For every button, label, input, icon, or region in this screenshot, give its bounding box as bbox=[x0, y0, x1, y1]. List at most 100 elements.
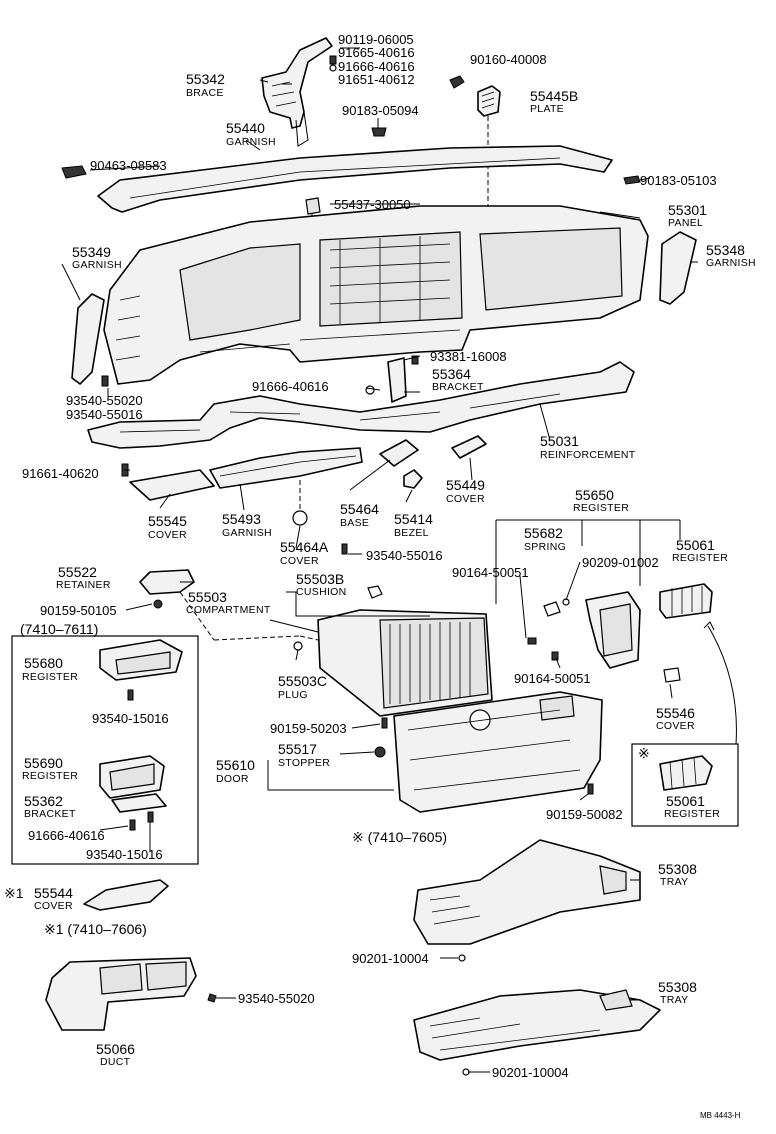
bracket-55364 bbox=[387, 357, 407, 403]
label-55493: 55493 bbox=[222, 511, 261, 527]
label-55308-b: 55308 bbox=[658, 979, 697, 995]
label-compartment: COMPARTMENT bbox=[186, 604, 271, 616]
label-door: DOOR bbox=[216, 773, 249, 785]
label-55690: 55690 bbox=[24, 755, 63, 771]
label-55061-a: 55061 bbox=[676, 537, 715, 553]
label-garnish-55349: GARNISH bbox=[72, 259, 122, 271]
label-55544: 55544 bbox=[34, 885, 73, 901]
label-93540-15016-d: 93540-15016 bbox=[92, 711, 169, 726]
clip-90463 bbox=[61, 165, 87, 179]
label-55066: 55066 bbox=[96, 1041, 135, 1057]
label-bracket-55364: BRACKET bbox=[432, 381, 484, 393]
register-55061b bbox=[659, 755, 713, 791]
label-cover-55544: COVER bbox=[34, 900, 73, 912]
label-55362: 55362 bbox=[24, 793, 63, 809]
label-93540-15016-e: 93540-15016 bbox=[86, 847, 163, 862]
bolt-90119 bbox=[329, 55, 337, 65]
label-93540-55016-a: 93540-55016 bbox=[66, 407, 143, 422]
label-55440: 55440 bbox=[226, 120, 265, 136]
screw-93540a bbox=[101, 375, 109, 387]
plate-part bbox=[477, 85, 501, 117]
label-55364: 55364 bbox=[432, 366, 471, 382]
label-7410-7611: (7410–7611) bbox=[20, 621, 99, 637]
label-register-55680: REGISTER bbox=[22, 671, 79, 683]
tray-55308b bbox=[413, 989, 661, 1061]
label-91666-40616-c: 91666-40616 bbox=[28, 828, 105, 843]
label-55437-30050: 55437-30050 bbox=[334, 197, 411, 212]
variant-box-register bbox=[631, 743, 739, 827]
label-spring: SPRING bbox=[524, 541, 567, 553]
bezel-55414 bbox=[403, 469, 423, 489]
label-55061-b: 55061 bbox=[666, 793, 705, 809]
label-garnish-55493: GARNISH bbox=[222, 527, 272, 539]
label-55342: 55342 bbox=[186, 71, 225, 87]
label-55308-a: 55308 bbox=[658, 861, 697, 877]
label-reinforcement: REINFORCEMENT bbox=[540, 449, 636, 461]
label-91666-40616-b: 91666-40616 bbox=[252, 379, 329, 394]
label-mark-b: ※1 bbox=[4, 885, 24, 901]
label-91665-40616: 91665-40616 bbox=[338, 45, 415, 60]
clip-90183a bbox=[371, 127, 387, 137]
label-55464a: 55464A bbox=[280, 539, 329, 555]
label-93381-16008: 93381-16008 bbox=[430, 349, 507, 364]
label-register-55061-b: REGISTER bbox=[664, 808, 721, 820]
label-plug: PLUG bbox=[278, 689, 308, 701]
label-55682: 55682 bbox=[524, 525, 563, 541]
label-bezel: BEZEL bbox=[394, 527, 429, 539]
label-7410-7606: ※1 (7410–7606) bbox=[44, 921, 147, 937]
label-55349: 55349 bbox=[72, 244, 111, 260]
label-93540-55020-f: 93540-55020 bbox=[238, 991, 315, 1006]
label-cushion: CUSHION bbox=[296, 586, 347, 598]
label-7410-7605: ※ (7410–7605) bbox=[352, 829, 448, 845]
nut-91665 bbox=[329, 64, 337, 72]
register-55061a bbox=[659, 583, 713, 619]
label-91651-40612: 91651-40612 bbox=[338, 72, 415, 87]
glove-door bbox=[393, 691, 603, 813]
label-55503b: 55503B bbox=[296, 571, 345, 587]
label-90209-01002: 90209-01002 bbox=[582, 555, 659, 570]
label-55449: 55449 bbox=[446, 477, 485, 493]
base-55464 bbox=[379, 439, 419, 467]
clip-55437 bbox=[305, 197, 321, 215]
label-cover-55546: COVER bbox=[656, 720, 695, 732]
label-55545: 55545 bbox=[148, 513, 187, 529]
bracket-55362 bbox=[111, 793, 167, 813]
label-55517: 55517 bbox=[278, 741, 317, 757]
label-duct: DUCT bbox=[100, 1056, 131, 1068]
label-55445b: 55445B bbox=[530, 88, 579, 104]
label-tray-a: TRAY bbox=[660, 876, 689, 888]
cover-55546 bbox=[663, 667, 681, 683]
label-cover-55464a: COVER bbox=[280, 555, 319, 567]
label-55546: 55546 bbox=[656, 705, 695, 721]
cushion-55503b bbox=[367, 585, 383, 599]
plug-55503c bbox=[293, 641, 303, 651]
label-90183-05103: 90183-05103 bbox=[640, 173, 717, 188]
label-91661-40620: 91661-40620 bbox=[22, 466, 99, 481]
label-90159-50105: 90159-50105 bbox=[40, 603, 117, 618]
cover-55545 bbox=[129, 469, 215, 501]
label-55522: 55522 bbox=[58, 564, 97, 580]
cover-55449 bbox=[451, 435, 487, 459]
garnish-55493 bbox=[209, 447, 363, 489]
label-register-55690: REGISTER bbox=[22, 770, 79, 782]
label-retainer: RETAINER bbox=[56, 579, 111, 591]
label-55464: 55464 bbox=[340, 501, 379, 517]
label-bracket-55362: BRACKET bbox=[24, 808, 76, 820]
screw-93540c bbox=[341, 543, 348, 555]
label-base: BASE bbox=[340, 517, 370, 529]
label-tray-b: TRAY bbox=[660, 994, 689, 1006]
label-garnish-55440: GARNISH bbox=[226, 136, 276, 148]
spring-55682 bbox=[543, 601, 561, 617]
label-55610: 55610 bbox=[216, 757, 255, 773]
label-90201-10004-b: 90201-10004 bbox=[492, 1065, 569, 1080]
label-cover-55449: COVER bbox=[446, 493, 485, 505]
label-90164-50051-a: 90164-50051 bbox=[452, 565, 529, 580]
left-garnish bbox=[71, 293, 105, 385]
stopper-55517 bbox=[374, 746, 386, 758]
screw-91666b bbox=[365, 385, 375, 395]
label-90160-40008: 90160-40008 bbox=[470, 52, 547, 67]
brace-part bbox=[261, 37, 333, 129]
label-93540-55020-a: 93540-55020 bbox=[66, 393, 143, 408]
clip-90160 bbox=[449, 75, 465, 89]
